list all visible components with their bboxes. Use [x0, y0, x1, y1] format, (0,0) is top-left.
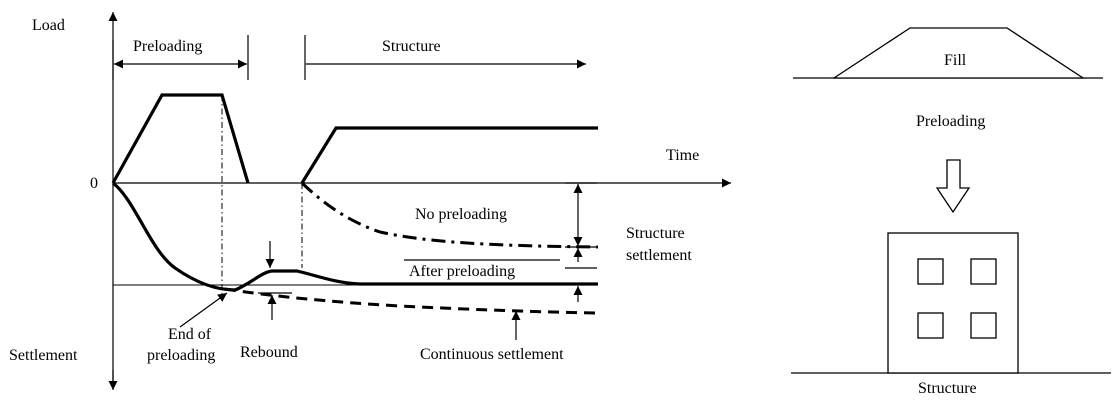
origin-label: 0	[90, 175, 98, 192]
building	[887, 232, 1019, 374]
no-preloading-label: No preloading	[415, 206, 507, 223]
end-of-preloading-pointer	[179, 292, 228, 328]
structure-load-curve	[300, 126, 598, 184]
preload-load-curve	[111, 93, 250, 184]
no-preloading-settlement-curve	[300, 181, 599, 249]
building-window	[917, 258, 944, 285]
preloading-settlement-curve	[111, 181, 598, 292]
down-arrow-icon	[935, 159, 971, 214]
building-window	[970, 258, 997, 285]
structure-phase-label: Structure	[382, 38, 441, 55]
after-preloading-label: After preloading	[409, 263, 515, 280]
continuous-settlement-label: Continuous settlement	[420, 346, 564, 363]
building-window	[970, 312, 997, 339]
fill-label: Fill	[944, 52, 967, 69]
sketch-structure-label: Structure	[918, 380, 977, 397]
rebound-label: Rebound	[240, 344, 298, 361]
end-of-preloading-label-line2: preloading	[147, 347, 215, 364]
time-axis-label: Time	[666, 147, 699, 164]
preloading-phase-label: Preloading	[133, 38, 202, 55]
sketch-preloading-label: Preloading	[916, 113, 985, 130]
structure-settlement-label-line1: Structure	[626, 225, 685, 242]
load-axis-label: Load	[32, 17, 65, 34]
building-window	[917, 312, 944, 339]
structure-settlement-label-line2: settlement	[626, 247, 692, 264]
settlement-axis-label: Settlement	[9, 347, 78, 364]
end-of-preloading-label-line1: End of	[168, 326, 212, 343]
fill-embankment	[831, 27, 1086, 79]
